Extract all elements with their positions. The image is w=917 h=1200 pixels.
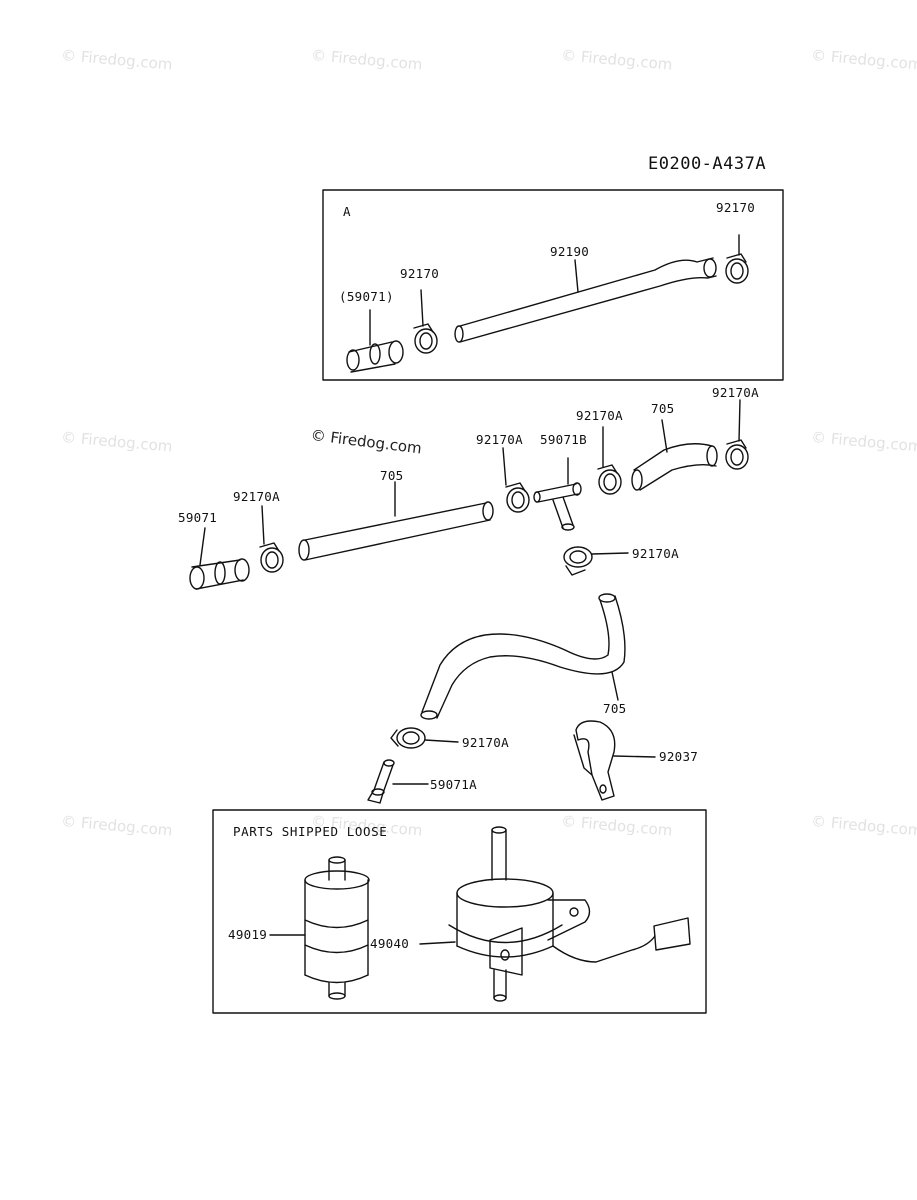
clamp-92170A-topright [725,399,749,470]
parts-shipped-loose-frame [212,809,707,1014]
clamp-92170-a2 [413,289,438,354]
fuel-filter-49019 [269,856,370,1000]
fitting-59071A [367,759,429,804]
part-label-92170A: 92170A [576,408,623,423]
leader-92190 [574,259,579,293]
hose-705-short [631,419,718,491]
part-label-92170A: 92170A [233,489,280,504]
part-label-92190: 92190 [550,244,590,259]
hose-705-curved [420,593,626,720]
part-label-59071B: 59071B [540,432,587,447]
part-label-92170A: 92170A [462,735,509,750]
clamp-92170A-center [502,447,530,513]
part-label-92037: 92037 [659,749,699,764]
part-label-59071: 59071 [178,510,218,525]
clamp-92170A-bottom [390,727,459,749]
part-label-59071-optional: (59071) [339,289,394,304]
parts-shipped-loose-title: PARTS SHIPPED LOOSE [233,824,388,839]
part-label-92170A: 92170A [712,385,759,400]
fitting-59071-boxed [346,309,404,373]
clip-92037 [573,720,656,801]
part-label-92170: 92170 [400,266,440,281]
hose-92190 [454,257,717,343]
detail-a-frame [322,189,784,381]
part-label-59071A: 59071A [430,777,477,792]
clamp-92170A-left [259,505,284,573]
fuel-pump-49040 [419,826,691,1002]
diagram-code: E0200-A437A [648,154,767,174]
clamp-92170A-tee [597,426,622,495]
part-label-705: 705 [603,701,627,716]
part-label-705: 705 [651,401,675,416]
part-label-92170: 92170 [716,200,756,215]
clamp-92170-a1 [725,234,749,284]
part-label-705: 705 [380,468,404,483]
fitting-59071 [189,527,250,590]
tee-fitting-59071B [533,457,582,531]
part-label-92170A: 92170A [632,546,679,561]
detail-a-title: A [343,204,352,219]
clamp-92170A-lower [563,546,629,576]
hose-705-main [298,481,494,561]
part-label-92170A: 92170A [476,432,523,447]
part-label-49019: 49019 [228,927,268,942]
part-label-49040: 49040 [370,936,410,951]
